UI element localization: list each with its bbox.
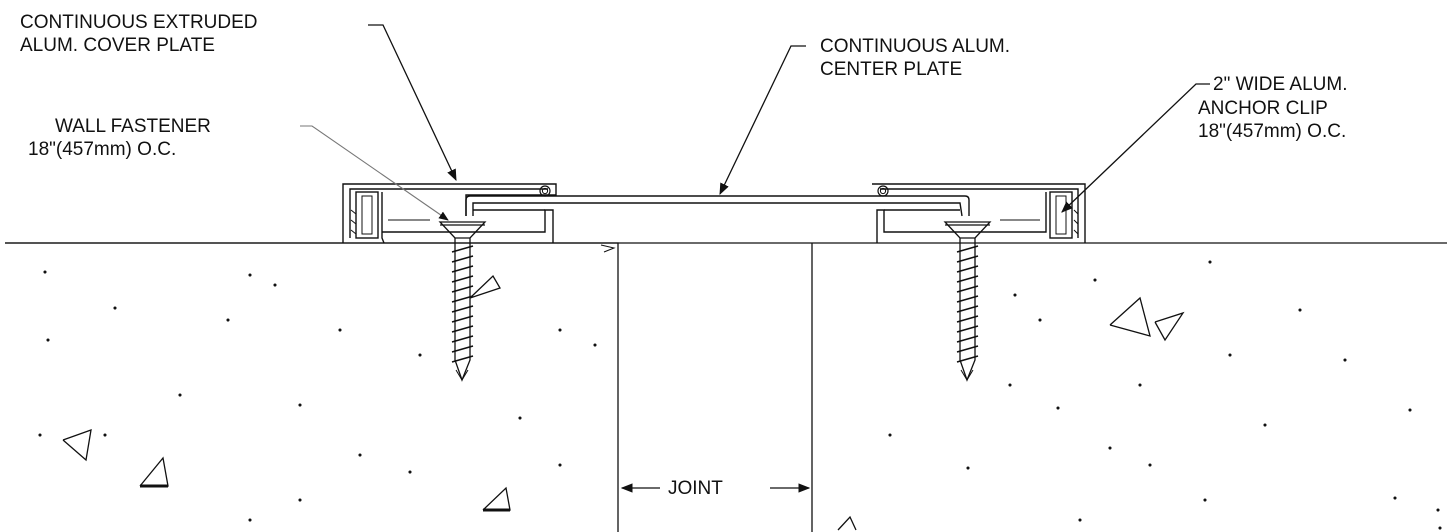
center-plate-leader xyxy=(719,45,806,196)
aggregate-mark xyxy=(469,274,501,299)
joint-label: JOINT xyxy=(668,478,723,499)
anchor-clip-leader xyxy=(1061,83,1210,213)
aggregate-mark xyxy=(837,515,857,531)
aggregate-mark xyxy=(139,456,169,487)
cover-plate-leader xyxy=(368,24,457,182)
anchor-clip-label-2: ANCHOR CLIP 18"(457mm) O.C. xyxy=(1198,98,1347,142)
right-cover-plate xyxy=(872,183,1086,243)
wall-fastener-label: WALL FASTENER xyxy=(55,116,211,137)
cover-plate-label: CONTINUOUS EXTRUDED ALUM. COVER PLATE xyxy=(20,12,258,56)
left-concrete-substrate xyxy=(5,242,619,532)
center-plate-label: CONTINUOUS ALUM. CENTER PLATE xyxy=(820,36,1011,80)
wall-fastener-spacing-label: 18"(457mm) O.C. xyxy=(28,139,177,160)
right-wall-fastener xyxy=(943,221,992,382)
aggregate-mark xyxy=(1109,296,1151,337)
aggregate-mark xyxy=(1154,311,1185,342)
aggregate-mark xyxy=(482,486,511,511)
left-cover-plate xyxy=(342,183,557,244)
right-concrete-substrate xyxy=(811,243,1442,532)
anchor-clip-label: 2" WIDE ALUM. xyxy=(1213,74,1348,95)
left-wall-fastener xyxy=(438,221,487,382)
wall-fastener-leader xyxy=(300,125,449,221)
center-plate xyxy=(465,195,970,217)
aggregate-mark xyxy=(62,429,92,462)
